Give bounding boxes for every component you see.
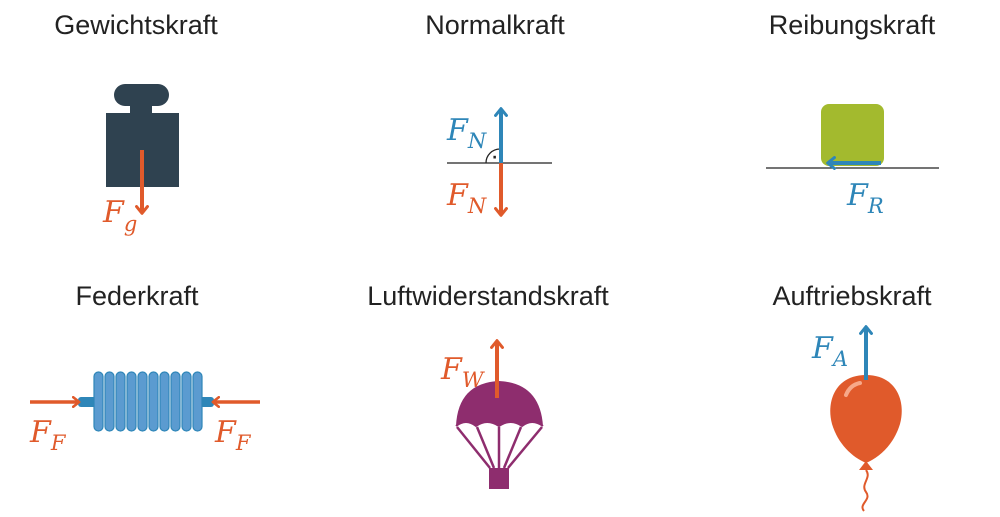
- right-angle-dot: ·: [492, 150, 497, 166]
- title-gewichtskraft: Gewichtskraft: [54, 10, 218, 40]
- spring-icon: [78, 371, 214, 432]
- friction-block: [821, 104, 884, 166]
- friction-force-label: FR: [846, 178, 884, 218]
- right-angle-arc: [485, 148, 501, 164]
- balloon-icon: [830, 375, 902, 512]
- air-resistance-label: FW: [440, 352, 486, 392]
- spring-force-left-label: FF: [29, 415, 67, 455]
- counter-force-label: FN: [446, 178, 487, 218]
- title-reibungskraft: Reibungskraft: [768, 10, 936, 40]
- title-luftwiderstandskraft: Luftwiderstandskraft: [367, 281, 609, 311]
- title-normalkraft: Normalkraft: [425, 10, 565, 40]
- buoyancy-force-label: FA: [811, 331, 848, 371]
- gravity-force-label: Fg: [102, 195, 137, 236]
- spring-force-right-label: FF: [214, 415, 252, 455]
- normal-force-label: FN: [446, 113, 487, 153]
- parachute-icon: [455, 381, 544, 489]
- title-federkraft: Federkraft: [75, 281, 199, 311]
- title-auftriebskraft: Auftriebskraft: [772, 281, 932, 311]
